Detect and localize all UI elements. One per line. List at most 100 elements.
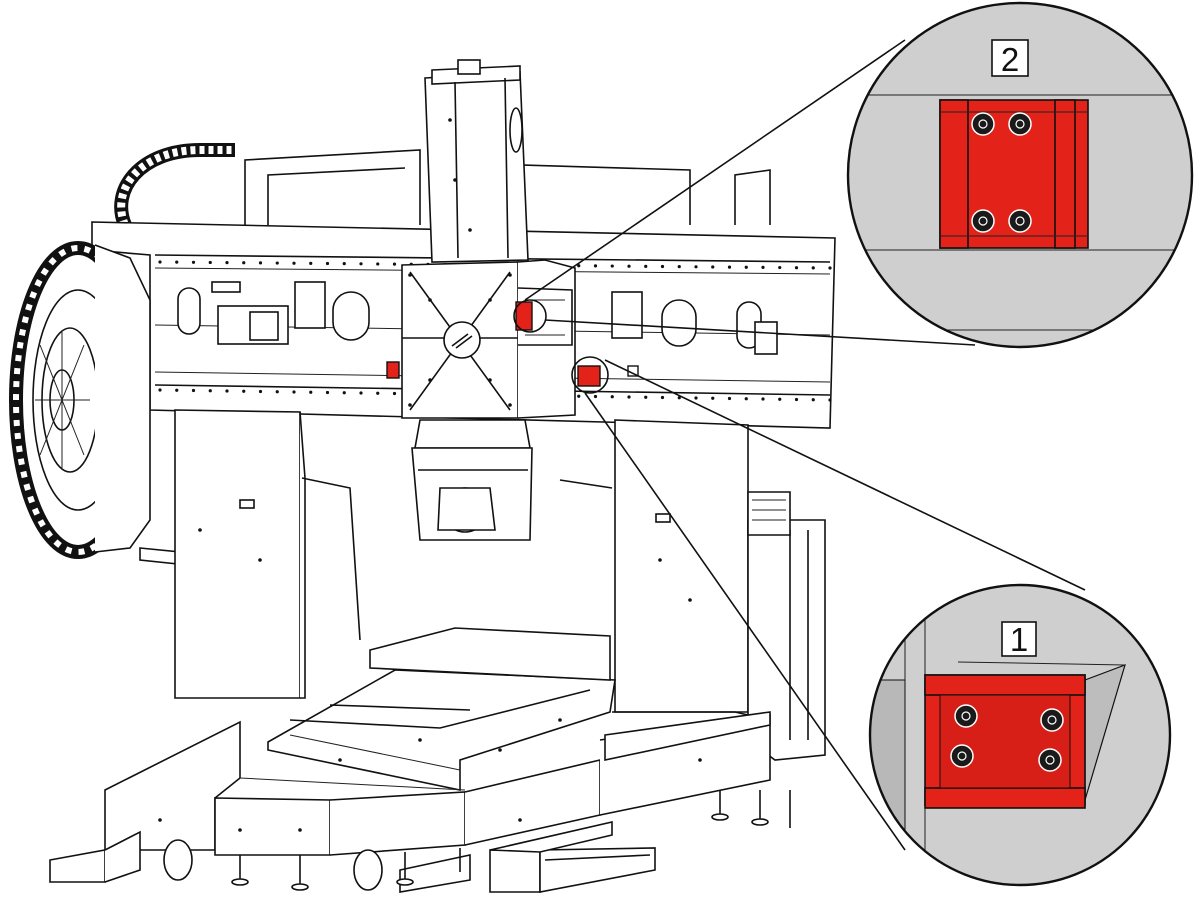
detail-inset-1: 1 [868,583,1172,887]
rail-bolt [158,388,162,392]
rail-bolt [610,395,614,399]
rail-bolt [744,265,748,269]
rail-bolt [309,390,313,394]
rail-bolt [275,261,279,265]
work-table [267,669,616,791]
rail-bolt [778,265,782,270]
fastener [453,178,457,182]
fastener [518,818,522,822]
fastener [498,748,502,752]
fastener [428,298,432,302]
rail-bolt [644,264,648,268]
rail-bolt [292,390,296,394]
rail-bolt [208,260,212,265]
rail-bolt [175,260,179,264]
rail-bolt [191,388,196,393]
callout-label-2: 2 [1001,41,1019,78]
bolt-group-2 [971,112,1032,233]
rail-bolt [342,262,346,266]
rail-bolt [325,261,330,266]
rail-bolt [627,395,631,399]
rail-bolt [208,389,212,393]
rail-bolt [610,264,614,268]
fastener [508,403,512,407]
rail-bolt [677,396,681,400]
fastener [468,228,472,232]
rail-bolt [191,260,196,264]
callout-box-1: 1 [1001,621,1037,658]
leader-lines [524,39,1086,851]
rail-bolt [828,398,832,402]
rail-bolt [376,262,380,266]
rail-bolt [242,261,246,265]
gantry-machine [9,59,836,893]
rail-bolt [644,395,648,399]
fastener [418,738,422,742]
detail-marker-1 [571,356,609,394]
rail-bolt [225,389,229,393]
fastener [488,378,492,382]
fastener [448,118,452,122]
fastener [658,558,662,562]
rail-bolt [761,397,765,401]
machine-base [104,627,771,856]
fastener [238,828,242,832]
cable-chain [114,143,235,228]
z-axis-ram [424,59,529,263]
rail-bolt [275,390,279,394]
rail-bolt [660,395,665,400]
rail-bolt [761,265,765,269]
fastener [298,828,302,832]
bolt-group-1 [950,704,1064,772]
rail-bolt [392,391,397,396]
slider-block-1 [924,674,1086,809]
rail-bolt [677,265,681,269]
columns [174,409,749,713]
fastener [508,273,512,277]
rail-bolt [158,260,162,264]
rail-bolt [727,265,732,269]
rail-bolt [359,262,363,266]
callout-box-2: 2 [991,39,1029,78]
fastener [408,273,412,277]
rail-bolt [794,266,799,270]
rail-bolt [828,266,832,270]
rail-bolt [727,396,732,401]
spindle-head [411,419,533,541]
rail-bolt [392,262,397,266]
rail-bolt [711,265,715,269]
fastener [258,558,262,562]
steps [49,820,656,893]
fastener [558,718,562,722]
rail-bolt [627,264,631,268]
rail-bolt [694,396,698,400]
rail-bolt [359,391,363,395]
rail-bolt [593,394,598,399]
leveling-feet [231,790,791,891]
fastener [488,298,492,302]
rail-bolt [660,264,665,269]
fastener [338,758,342,762]
callout-label-1: 1 [1010,621,1028,658]
rail-bolt [225,261,229,265]
fastener [408,403,412,407]
rail-bolt [794,397,799,402]
fastener [698,758,702,762]
detail-marker-2 [513,299,547,333]
fastener [428,378,432,382]
rail-bolt [577,394,581,398]
tool-changer [9,241,181,565]
rail-bolt [694,265,698,269]
lifting-shackles [163,839,383,891]
slider-block-2 [939,99,1089,249]
fastener-dots [158,118,702,832]
rail-bolt [811,266,815,270]
rail-brackets [217,281,778,355]
fastener [158,818,162,822]
machine-highlighted-parts [386,301,639,387]
rail-bolt [376,391,380,395]
fastener [688,598,692,602]
rail-bolt [811,398,815,402]
rail-bolt [258,389,263,394]
